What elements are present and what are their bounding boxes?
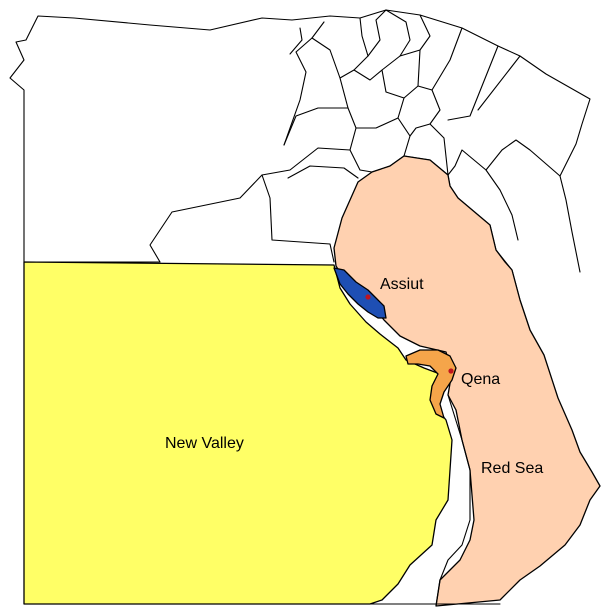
assiut-city-dot bbox=[365, 294, 371, 300]
governorate-borders bbox=[23, 9, 521, 263]
sinai-coast bbox=[485, 169, 581, 273]
qena-governorate bbox=[405, 349, 457, 419]
label-assiut: Assiut bbox=[380, 276, 424, 293]
qena-city-dot bbox=[448, 368, 454, 374]
assiut-governorate bbox=[333, 267, 387, 319]
nile-valley-strip bbox=[435, 394, 471, 607]
label-red-sea: Red Sea bbox=[481, 460, 543, 477]
label-qena: Qena bbox=[461, 371, 500, 388]
label-new-valley: New Valley bbox=[165, 435, 244, 452]
